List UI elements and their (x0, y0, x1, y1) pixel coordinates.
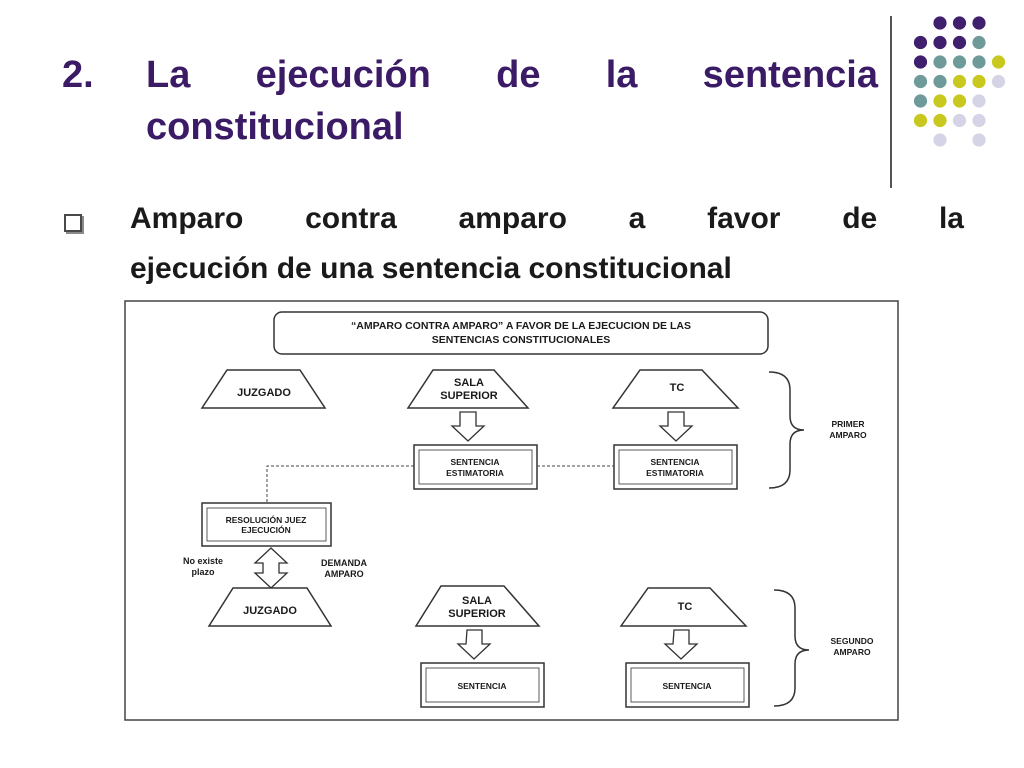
bullet-text-line-1: Amparo contra amparo a favor de la (130, 202, 964, 235)
resolucion-juez-line-1: RESOLUCIÓN JUEZ (226, 514, 307, 525)
decorative-dot (933, 94, 947, 108)
decorative-dot (972, 55, 986, 69)
arrow-down-2 (658, 411, 694, 442)
arrow-down-3 (456, 629, 492, 660)
primer-amparo-line-2: AMPARO (829, 430, 867, 440)
sentencia-estimatoria-1-line-1: SENTENCIA (450, 457, 499, 467)
arrow-down-4 (663, 629, 699, 660)
sentencia-2-box (625, 662, 750, 708)
decorative-dot (913, 74, 928, 89)
title-number: 2. (62, 54, 94, 96)
decorative-dot (913, 35, 928, 50)
sentencia-estimatoria-2-line-1: SENTENCIA (650, 457, 699, 467)
decorative-dot (913, 94, 928, 108)
decorative-dot (972, 16, 986, 30)
sentencia-1-label: SENTENCIA (457, 681, 506, 691)
decorative-dot (952, 113, 967, 128)
resolucion-juez-box (201, 502, 332, 547)
juzgado-1-box (200, 369, 327, 409)
sentencia-estimatoria-2-box (613, 444, 738, 490)
no-existe-plazo-line-1: No existe (183, 556, 223, 566)
decorative-dot (972, 35, 986, 50)
decorative-dot-grid (913, 16, 1006, 147)
sala-superior-2-line-2: SUPERIOR (448, 608, 506, 620)
title-line-1: La ejecución de la sentencia (146, 54, 878, 96)
decorative-dot (933, 55, 947, 69)
decorative-dot (913, 55, 928, 69)
arrow-down-1 (450, 411, 486, 442)
juzgado-2-label: JUZGADO (243, 605, 297, 617)
segundo-amparo-line-1: SEGUNDO (831, 636, 874, 646)
decorative-dot (933, 74, 947, 89)
decorative-dot (991, 74, 1006, 89)
sentencia-estimatoria-1-line-2: ESTIMATORIA (446, 468, 504, 478)
decorative-dot (933, 133, 947, 147)
title-divider (890, 16, 892, 188)
sala-superior-2-line-1: SALA (462, 595, 492, 607)
sala-superior-2-box (414, 585, 541, 627)
decorative-dot (991, 55, 1006, 69)
sentencia-1-box (420, 662, 545, 708)
decorative-dot (933, 35, 947, 50)
juzgado-2-box (207, 587, 333, 627)
no-existe-plazo-line-2: plazo (191, 567, 215, 577)
sentencia-estimatoria-1-box (413, 444, 538, 490)
decorative-dot (933, 113, 947, 128)
bullet-square-icon (64, 214, 82, 232)
sentencia-estimatoria-2-line-2: ESTIMATORIA (646, 468, 704, 478)
decorative-dot (913, 113, 928, 128)
brace-primer-amparo (768, 371, 805, 489)
decorative-dot (952, 94, 967, 108)
sentencia-2-label: SENTENCIA (662, 681, 711, 691)
decorative-dot (952, 35, 967, 50)
sala-superior-1-line-1: SALA (454, 377, 484, 389)
decorative-dot (952, 55, 967, 69)
tc-1-label: TC (670, 382, 685, 394)
primer-amparo-line-1: PRIMER (831, 419, 864, 429)
decorative-dot (972, 94, 986, 108)
decorative-dot (972, 74, 986, 89)
demanda-amparo-line-1: DEMANDA (321, 558, 367, 568)
demanda-amparo-line-2: AMPARO (324, 569, 363, 579)
decorative-dot (952, 16, 967, 30)
bullet-text-line-2: ejecución de una sentencia constituciona… (130, 252, 732, 285)
flow-diagram: “AMPARO CONTRA AMPARO” A FAVOR DE LA EJE… (124, 300, 899, 721)
segundo-amparo-line-2: AMPARO (833, 647, 871, 657)
brace-segundo-amparo (773, 589, 810, 707)
tc-2-box (619, 587, 748, 627)
sala-superior-1-box (406, 369, 530, 409)
dashed-connector-left (266, 465, 414, 502)
decorative-dot (933, 16, 947, 30)
decorative-dot (972, 133, 986, 147)
tc-2-label: TC (678, 601, 693, 613)
decorative-dot (952, 74, 967, 89)
diagram-header-box (273, 311, 769, 355)
tc-1-box (611, 369, 740, 409)
juzgado-1-label: JUZGADO (237, 387, 291, 399)
diagram-header-line-2: SENTENCIAS CONSTITUCIONALES (432, 334, 611, 346)
diagram-header-line-1: “AMPARO CONTRA AMPARO” A FAVOR DE LA EJE… (351, 320, 691, 332)
resolucion-juez-line-2: EJECUCIÓN (241, 524, 291, 535)
title-line-2: constitucional (146, 106, 404, 148)
decorative-dot (972, 113, 986, 128)
sala-superior-1-line-2: SUPERIOR (440, 390, 498, 402)
